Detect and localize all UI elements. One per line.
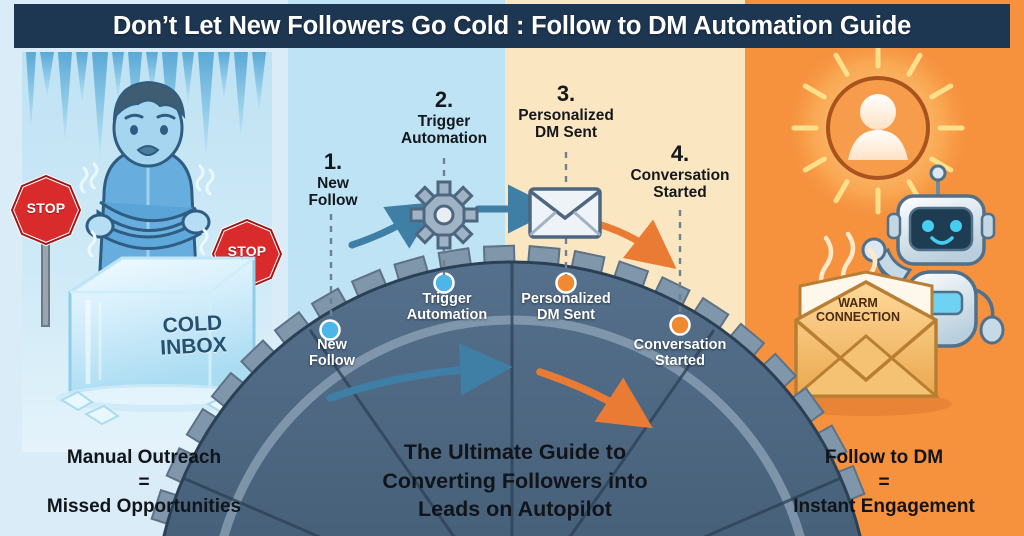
gear-label-step-4: Conversation Started — [633, 337, 727, 369]
gear-label-step-2: Trigger Automation — [406, 291, 488, 323]
step-block-4: 4. Conversation Started — [618, 141, 742, 201]
step-block-1: 1. New Follow — [296, 149, 370, 209]
ice-cube-label: COLD INBOX — [159, 311, 228, 360]
caption-ultimate-guide: The Ultimate Guide to Converting Followe… — [382, 440, 648, 522]
warm-connection-label: WARM CONNECTION — [815, 296, 901, 325]
caption-manual-outreach: Manual Outreach = Missed Opportunities — [46, 447, 242, 518]
title-bar: Don’t Let New Followers Go Cold : Follow… — [14, 4, 1010, 48]
step-block-2: 2. Trigger Automation — [386, 87, 502, 147]
step-label-4: Conversation Started — [630, 166, 730, 201]
step-label-1: New Follow — [308, 174, 358, 209]
page-title: Don’t Let New Followers Go Cold : Follow… — [112, 11, 912, 40]
step-label-3: Personalized DM Sent — [518, 106, 614, 141]
gear-label-step-1: New Follow — [309, 337, 355, 369]
step-number-1: 1. — [323, 149, 343, 174]
stop-sign-label: STOP — [26, 200, 66, 216]
step-label-2: Trigger Automation — [400, 112, 488, 147]
stop-sign-label: STOP — [227, 243, 267, 259]
step-number-3: 3. — [556, 81, 576, 106]
gear-label-step-3: Personalized DM Sent — [521, 291, 611, 323]
step-number-2: 2. — [434, 87, 454, 112]
step-number-4: 4. — [670, 141, 690, 166]
caption-follow-to-dm: Follow to DM = Instant Engagement — [793, 447, 975, 518]
step-block-3: 3. Personalized DM Sent — [504, 81, 628, 141]
